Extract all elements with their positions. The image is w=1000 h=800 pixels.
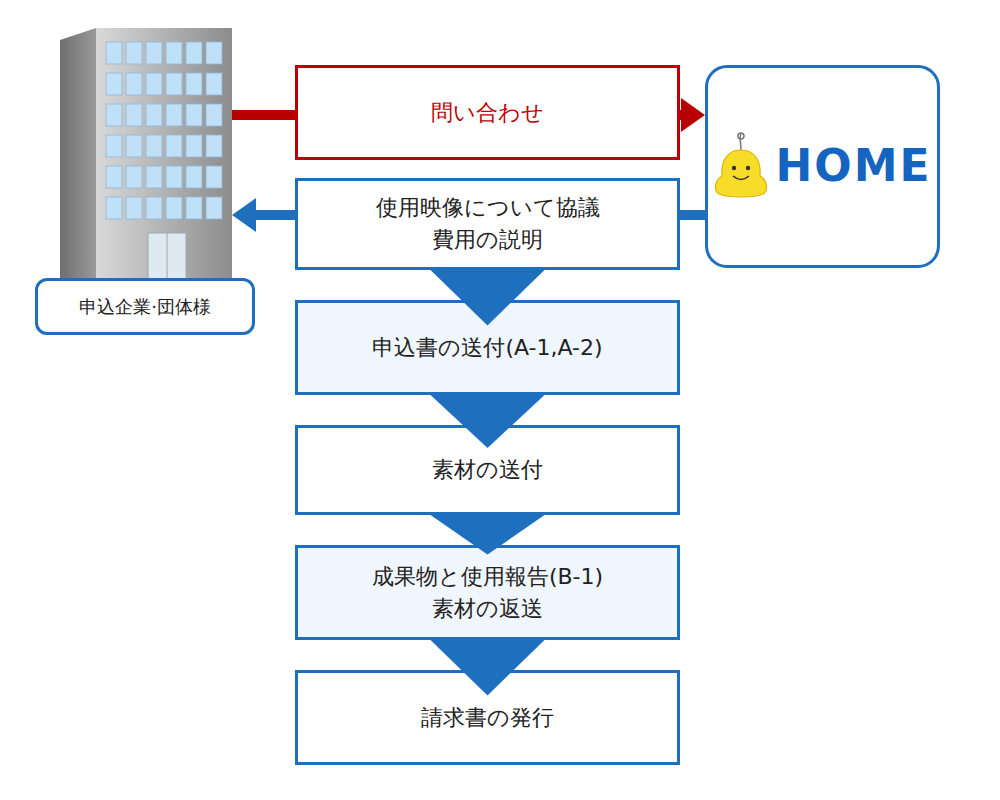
company-building: 申込企業·団体様	[60, 28, 232, 278]
window	[126, 104, 142, 126]
arrow-head	[681, 98, 705, 132]
process-box: 請求書の発行	[295, 670, 680, 765]
step-arrow	[431, 270, 545, 326]
window	[106, 104, 122, 126]
window	[206, 197, 222, 219]
window	[106, 197, 122, 219]
building-illustration	[60, 28, 232, 290]
company-label: 申込企業·団体様	[35, 278, 255, 335]
process-box: 申込書の送付(A-1,A-2)	[295, 300, 680, 395]
window	[126, 197, 142, 219]
window	[106, 135, 122, 157]
window	[206, 166, 222, 188]
arrow-head	[232, 198, 256, 232]
mascot-antenna	[740, 134, 742, 150]
step-text: 使用映像について協議 費用の説明	[376, 192, 600, 256]
window	[186, 104, 202, 126]
arrow-head	[431, 515, 545, 555]
window	[166, 135, 182, 157]
window	[126, 135, 142, 157]
window	[146, 197, 162, 219]
window	[146, 135, 162, 157]
arrow-shaft	[232, 110, 295, 120]
window	[186, 42, 202, 64]
window	[186, 73, 202, 95]
window	[186, 135, 202, 157]
process-box: 成果物と使用報告(B-1) 素材の返送	[295, 545, 680, 640]
window	[206, 104, 222, 126]
logo-text: HOME	[775, 142, 931, 190]
process-box: 使用映像について協議 費用の説明	[295, 178, 680, 270]
window	[106, 166, 122, 188]
step-text: 問い合わせ	[431, 97, 544, 129]
window	[206, 42, 222, 64]
window	[146, 166, 162, 188]
window	[186, 166, 202, 188]
text-line: 申込書の送付(A-1,A-2)	[372, 332, 602, 364]
text-line: HOME	[775, 142, 931, 190]
text-line: 問い合わせ	[431, 97, 544, 129]
mascot-antenna-tip	[738, 133, 744, 139]
step-text: 素材の送付	[432, 454, 543, 486]
window	[166, 166, 182, 188]
arrow-head	[431, 640, 545, 696]
mascot-icon	[713, 132, 769, 202]
building-front	[96, 28, 232, 290]
text-line: 請求書の発行	[421, 702, 554, 734]
building-side	[60, 28, 96, 290]
flow-arrow	[680, 98, 705, 132]
window	[206, 135, 222, 157]
step-arrow	[431, 515, 545, 555]
text-line: 使用映像について協議	[376, 192, 600, 224]
inquiry-box: 問い合わせ	[295, 65, 680, 160]
window	[166, 104, 182, 126]
text-line: 素材の返送	[372, 593, 603, 625]
mascot-eye	[746, 165, 750, 169]
window	[166, 42, 182, 64]
window	[166, 73, 182, 95]
window	[106, 42, 122, 64]
mascot-mouth	[733, 176, 749, 180]
step-arrow	[431, 640, 545, 696]
window	[146, 104, 162, 126]
step-text: 申込書の送付(A-1,A-2)	[372, 332, 602, 364]
mascot-body	[716, 150, 767, 197]
flow-arrow	[232, 115, 295, 116]
window	[146, 73, 162, 95]
arrow-head	[431, 270, 545, 326]
window	[126, 166, 142, 188]
step-text: 請求書の発行	[421, 702, 554, 734]
step-text: 成果物と使用報告(B-1) 素材の返送	[372, 561, 603, 625]
step-arrow	[431, 395, 545, 448]
process-box: 素材の送付	[295, 425, 680, 515]
window	[206, 73, 222, 95]
window	[186, 197, 202, 219]
arrow-shaft	[256, 210, 295, 220]
arrow-head	[431, 395, 545, 448]
flow-arrow	[232, 198, 295, 232]
arrow-shaft	[680, 210, 705, 220]
text-line: 申込企業·団体様	[46, 295, 244, 319]
window	[126, 73, 142, 95]
window	[166, 197, 182, 219]
arrow-shaft	[680, 110, 681, 120]
window	[146, 42, 162, 64]
window	[106, 73, 122, 95]
window	[126, 42, 142, 64]
mascot-eye	[732, 165, 736, 169]
text-line: 成果物と使用報告(B-1)	[372, 561, 603, 593]
flow-arrow	[680, 215, 705, 216]
text-line: 費用の説明	[376, 224, 600, 256]
home-logo-box: HOME	[705, 65, 940, 268]
text-line: 素材の送付	[432, 454, 543, 486]
